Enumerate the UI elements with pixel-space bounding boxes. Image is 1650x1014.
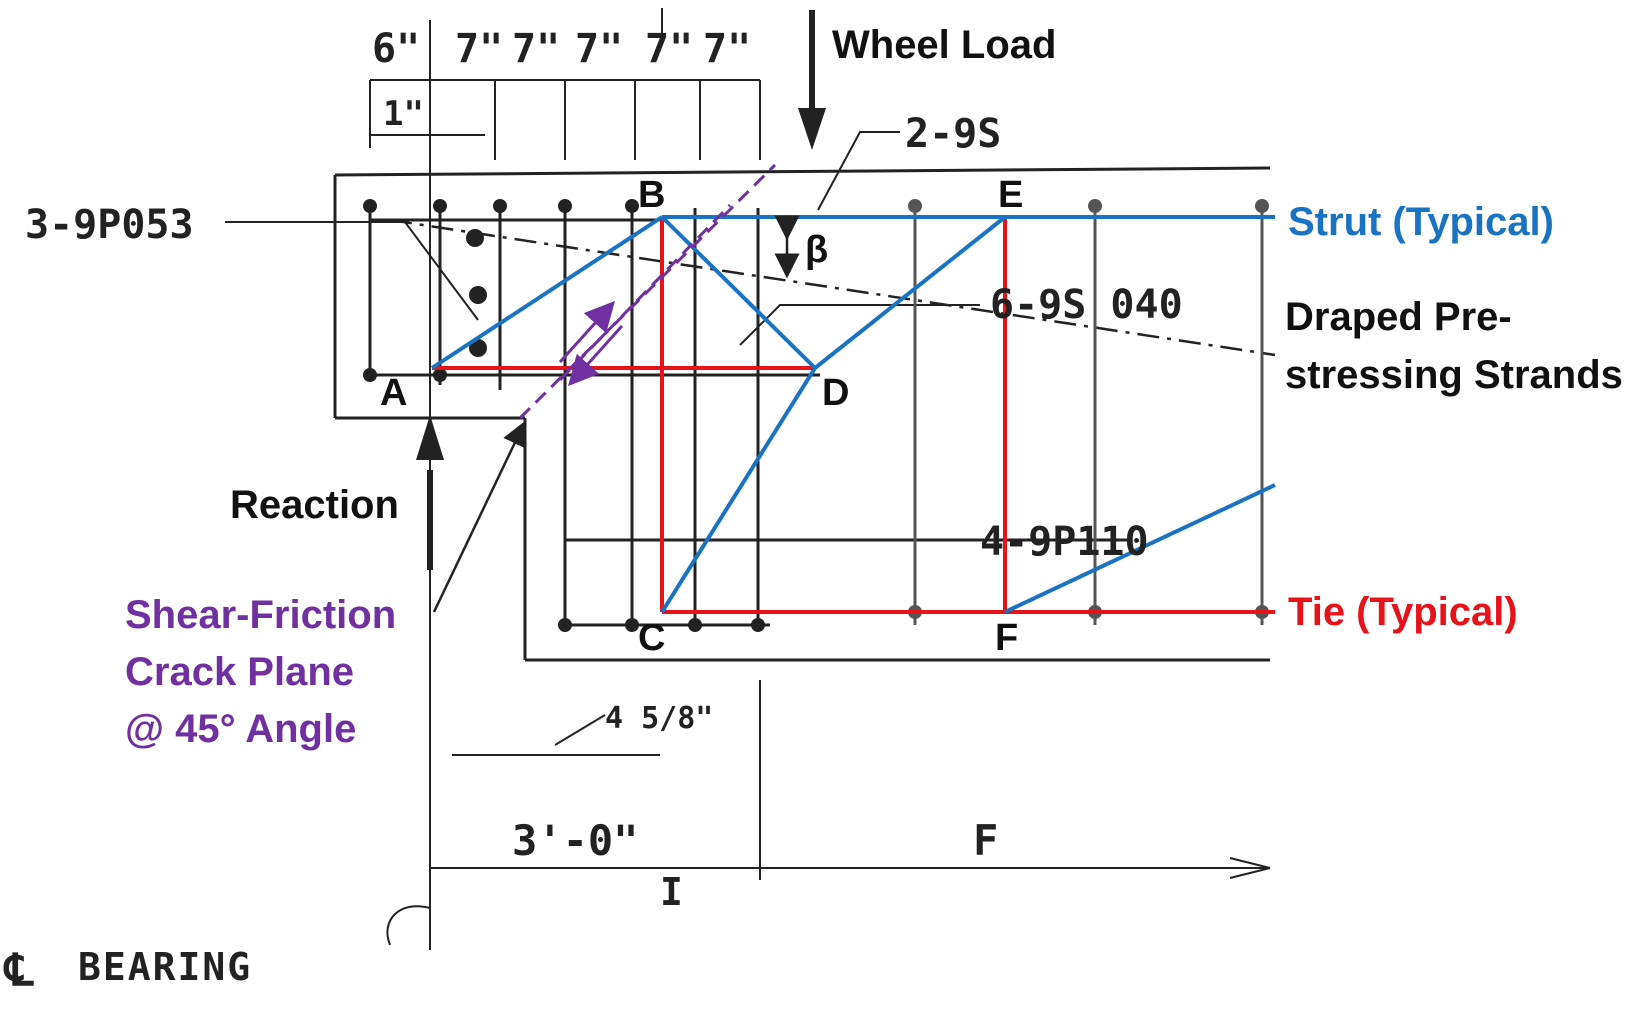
top-dimension-grid [369, 8, 761, 950]
node-f: F [995, 617, 1018, 659]
crack-plane [518, 163, 777, 420]
node-e: E [998, 174, 1023, 216]
dim-top-2: 7" [455, 26, 503, 72]
node-b: B [638, 174, 665, 216]
down-arrow-icon [798, 10, 826, 150]
beam-outline [333, 166, 1271, 662]
legend-tie: Tie (Typical) [1288, 590, 1518, 634]
struts [430, 215, 1276, 614]
bearing-symbol: ℄ [3, 945, 34, 996]
gray-stirrups [913, 206, 1264, 625]
node-a: A [380, 372, 407, 414]
label-strands: 6-9S 040 [990, 282, 1183, 328]
crack-arrow-down [567, 324, 624, 387]
strut-d-e [813, 215, 1007, 370]
legend-strut: Strut (Typical) [1288, 200, 1554, 244]
leaders [225, 131, 980, 946]
legend-strands-1: Draped Pre- [1285, 295, 1512, 339]
label-long-bars: 4-9P110 [980, 519, 1149, 565]
bearing-label: BEARING [78, 945, 252, 989]
label-top-bars: 2-9S [905, 111, 1001, 157]
stirrups [368, 208, 760, 625]
bar-dots [363, 199, 765, 632]
strut-d-c [660, 366, 817, 614]
dim-offset: 4 5/8" [605, 701, 713, 736]
up-arrow-icon [416, 415, 444, 570]
strut-f-end [1004, 483, 1276, 614]
strut-b-d [660, 215, 817, 370]
dim-top-5: 7" [645, 26, 693, 72]
draped-strand-line [389, 218, 1276, 357]
reaction-label: Reaction [230, 483, 399, 527]
dim-span-marker: I [660, 870, 683, 914]
dim-cover: 1" [383, 94, 424, 134]
dim-span: 3'-0" [512, 816, 638, 865]
beta-label: β [805, 229, 828, 271]
node-c: C [638, 617, 665, 659]
crack-arrow-up [558, 300, 616, 364]
label-stirrups: 3-9P053 [25, 202, 194, 248]
crack-leader-arrow [432, 420, 526, 613]
dim-top-6: 7" [703, 26, 751, 72]
legend-crack-1: Shear-Friction [125, 593, 396, 637]
node-d: D [822, 372, 849, 414]
span-dimension [430, 680, 1271, 880]
wheel-load-label: Wheel Load [832, 23, 1056, 67]
dim-top-1: 6" [372, 26, 420, 72]
legend-strands-2: stressing Strands [1285, 353, 1623, 397]
legend-crack-3: @ 45° Angle [125, 707, 356, 751]
dim-top-4: 7" [575, 26, 623, 72]
legend-crack-2: Crack Plane [125, 650, 354, 694]
ties [432, 217, 1275, 614]
strut-a-b [430, 215, 664, 370]
dim-region: F [973, 816, 998, 865]
dim-top-3: 7" [512, 26, 560, 72]
